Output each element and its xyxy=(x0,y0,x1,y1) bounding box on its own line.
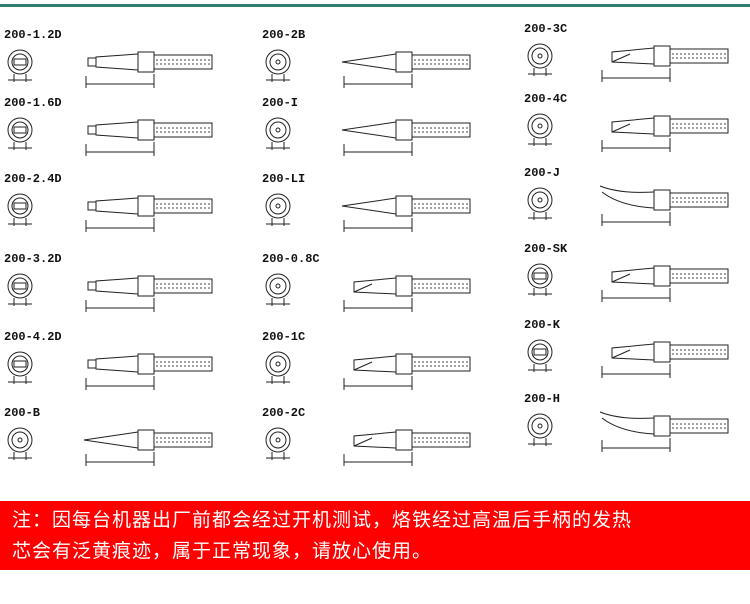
side-view xyxy=(85,275,213,312)
front-view xyxy=(265,273,291,306)
notice-banner: 注：因每台机器出厂前都会经过开机测试，烙铁经过高温后手柄的发热 芯会有泛黄痕迹，… xyxy=(0,501,750,570)
tip-drawing xyxy=(527,43,729,82)
front-view xyxy=(7,117,33,150)
tip-item: 200-2B xyxy=(262,28,502,98)
tip-drawing xyxy=(265,351,471,390)
front-view xyxy=(265,49,291,82)
tip-drawing xyxy=(265,273,471,312)
tip-drawing xyxy=(7,427,213,466)
front-view xyxy=(7,427,33,460)
tip-item: 200-J xyxy=(524,166,750,236)
side-view xyxy=(601,115,729,152)
tip-model-label: 200-H xyxy=(524,392,561,406)
front-view xyxy=(527,43,553,76)
front-view xyxy=(7,49,33,82)
front-view xyxy=(265,351,291,384)
tip-item: 200-2C xyxy=(262,406,502,476)
side-view xyxy=(341,51,471,88)
tip-item: 200-4.2D xyxy=(4,330,244,400)
tip-model-label: 200-1.2D xyxy=(4,28,62,42)
tip-model-label: 200-1.6D xyxy=(4,96,62,110)
front-view xyxy=(7,273,33,306)
front-view xyxy=(527,113,553,146)
side-view xyxy=(341,119,471,156)
front-view xyxy=(527,263,553,296)
tip-item: 200-4C xyxy=(524,92,750,162)
front-view xyxy=(265,427,291,460)
side-view xyxy=(85,119,213,156)
tip-drawing xyxy=(7,351,213,390)
tip-item: 200-3.2D xyxy=(4,252,244,322)
side-view xyxy=(601,265,729,302)
tip-drawing xyxy=(7,193,213,232)
tip-model-label: 200-4.2D xyxy=(4,330,62,344)
tip-drawing xyxy=(265,49,471,88)
tip-model-label: 200-3C xyxy=(524,22,568,36)
side-view xyxy=(599,411,729,452)
tip-item: 200-3C xyxy=(524,22,750,92)
side-view xyxy=(85,353,213,390)
tip-item: 200-H xyxy=(524,392,750,462)
side-view xyxy=(343,275,471,312)
tip-item: 200-B xyxy=(4,406,244,476)
tip-model-label: 200-3.2D xyxy=(4,252,62,266)
tip-drawing xyxy=(7,49,213,88)
tip-model-label: 200-4C xyxy=(524,92,568,106)
front-view xyxy=(527,187,553,220)
tip-item: 200-0.8C xyxy=(262,252,502,322)
tip-drawing xyxy=(527,185,729,226)
side-view xyxy=(83,429,213,466)
side-view xyxy=(601,45,729,82)
tip-drawing xyxy=(527,263,729,302)
tip-drawing xyxy=(7,273,213,312)
tip-drawing xyxy=(265,193,471,232)
tip-drawing xyxy=(527,113,729,152)
tip-model-label: 200-2.4D xyxy=(4,172,62,186)
front-view xyxy=(7,193,33,226)
front-view xyxy=(7,351,33,384)
tip-item: 200-1.6D xyxy=(4,96,244,166)
side-view xyxy=(599,185,729,226)
tip-item: 200-I xyxy=(262,96,502,166)
tip-model-label: 200-2C xyxy=(262,406,306,420)
side-view xyxy=(85,195,213,232)
side-view xyxy=(341,195,471,232)
tip-drawing xyxy=(527,411,729,452)
tip-item: 200-2.4D xyxy=(4,172,244,242)
tip-item: 200-1C xyxy=(262,330,502,400)
tip-model-label: 200-I xyxy=(262,96,299,110)
side-view xyxy=(343,429,471,466)
front-view xyxy=(527,413,553,446)
notice-line-2: 芯会有泛黄痕迹，属于正常现象，请放心使用。 xyxy=(12,540,433,562)
tip-item: 200-LI xyxy=(262,172,502,242)
tip-drawing xyxy=(7,117,213,156)
notice-line-1: 注：因每台机器出厂前都会经过开机测试，烙铁经过高温后手柄的发热 xyxy=(12,509,633,531)
top-divider xyxy=(0,4,750,7)
tip-model-label: 200-K xyxy=(524,318,561,332)
tip-item: 200-SK xyxy=(524,242,750,312)
tip-drawing xyxy=(527,339,729,378)
tip-model-label: 200-2B xyxy=(262,28,306,42)
tip-item: 200-1.2D xyxy=(4,28,244,98)
side-view xyxy=(601,341,729,378)
tip-drawing xyxy=(265,117,471,156)
tip-item: 200-K xyxy=(524,318,750,388)
side-view xyxy=(85,51,213,88)
tip-model-label: 200-J xyxy=(524,166,561,180)
side-view xyxy=(343,353,471,390)
tip-model-label: 200-B xyxy=(4,406,41,420)
tip-model-label: 200-0.8C xyxy=(262,252,320,266)
tip-model-label: 200-LI xyxy=(262,172,306,186)
tip-drawing xyxy=(265,427,471,466)
front-view xyxy=(265,193,291,226)
front-view xyxy=(527,339,553,372)
tip-model-label: 200-1C xyxy=(262,330,306,344)
tip-model-label: 200-SK xyxy=(524,242,568,256)
front-view xyxy=(265,117,291,150)
